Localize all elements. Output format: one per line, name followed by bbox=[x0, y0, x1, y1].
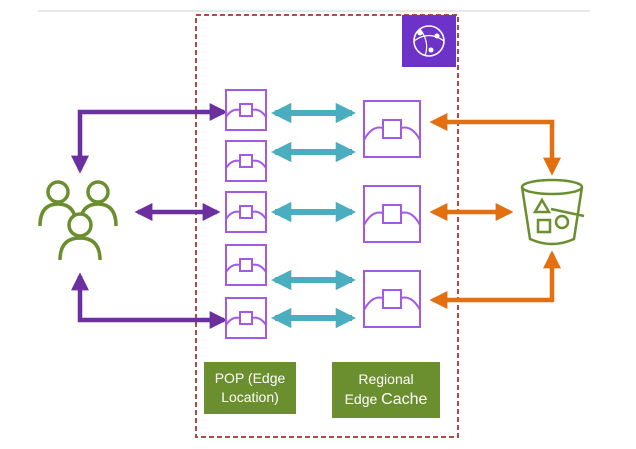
regional-cache-icon bbox=[363, 270, 421, 328]
regional-origin-arrows bbox=[429, 113, 561, 309]
user-pop-arrows bbox=[71, 103, 228, 329]
cdn-boundary bbox=[195, 14, 459, 438]
pop-label: POP (Edge Location) bbox=[204, 362, 296, 414]
pop-label-line1: POP (Edge bbox=[214, 370, 286, 387]
pop-label-line2: Location) bbox=[221, 389, 279, 405]
regional-label-edge: Edge bbox=[344, 390, 382, 407]
regional-cache-label: Regional Edge Cache bbox=[332, 362, 440, 418]
s3-bucket-icon bbox=[520, 178, 585, 246]
edge-location-icon bbox=[225, 191, 267, 233]
regional-cache-icon bbox=[363, 100, 421, 158]
regional-cache-icon bbox=[363, 185, 421, 243]
users-group-icon bbox=[38, 180, 118, 261]
pop-regional-arrows bbox=[270, 102, 357, 329]
edge-location-icon bbox=[225, 140, 267, 182]
regional-label-line1: Regional bbox=[358, 370, 414, 387]
edge-location-icon bbox=[225, 89, 267, 131]
edge-location-icon bbox=[225, 244, 267, 286]
cloudfront-icon bbox=[402, 15, 456, 67]
regional-label-cache: Cache bbox=[381, 390, 428, 408]
edge-location-icon bbox=[225, 297, 267, 339]
regional-label-line2: Edge Cache bbox=[345, 389, 428, 411]
